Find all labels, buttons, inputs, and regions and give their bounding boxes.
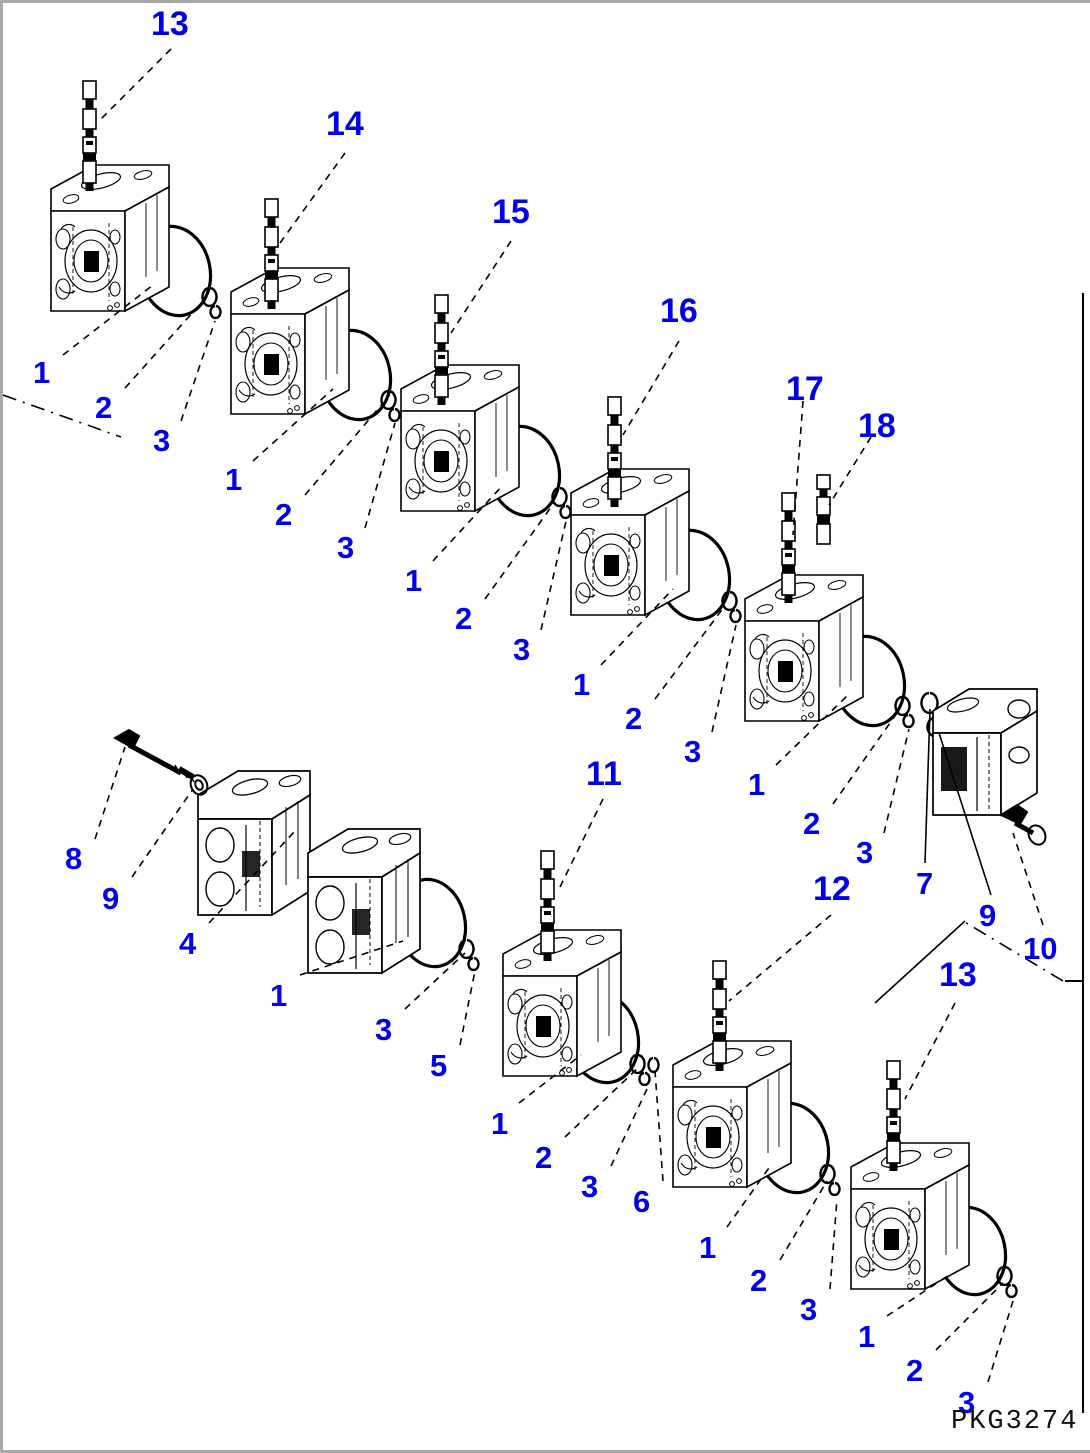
valve-body — [400, 364, 520, 512]
tie-rod-bolt — [112, 728, 195, 783]
valve-body — [50, 164, 170, 312]
callout-c-1-e: 1 — [748, 767, 766, 802]
plug — [996, 1265, 1013, 1287]
callout-c-16-top: 16 — [660, 292, 698, 330]
pin — [559, 504, 572, 520]
inlet-manifold-body-2 — [307, 828, 421, 974]
valve-body — [230, 267, 350, 415]
callout-c-3-a: 3 — [153, 423, 171, 458]
callout-c-11: 11 — [586, 755, 622, 793]
callout-c-2-b: 2 — [275, 497, 293, 532]
pin — [467, 956, 480, 972]
callout-c-3-e: 3 — [856, 835, 874, 870]
callout-c-1-a: 1 — [33, 355, 51, 390]
callout-c-17-top: 17 — [786, 370, 824, 408]
callout-c-3-g: 3 — [581, 1169, 599, 1204]
plug — [201, 286, 218, 308]
valve-body — [672, 1040, 792, 1188]
valve-body — [744, 574, 864, 722]
spool-11 — [540, 850, 555, 962]
end-cover-body — [932, 688, 1038, 816]
frame-right-edge — [1065, 293, 1084, 1413]
callout-c-8: 8 — [65, 841, 83, 876]
callout-c-18-top: 18 — [858, 407, 896, 445]
callout-c-14-top: 14 — [326, 105, 364, 143]
callout-c-13-top: 13 — [151, 5, 189, 43]
spool-14 — [264, 198, 279, 310]
callout-c-10: 10 — [1023, 931, 1058, 966]
callout-c-13-bot: 13 — [939, 956, 977, 994]
spool-16 — [607, 396, 622, 508]
callout-c-3-c: 3 — [513, 632, 531, 667]
callout-c-1-c: 1 — [405, 563, 423, 598]
plug — [894, 695, 911, 717]
callout-c-1-b: 1 — [225, 462, 243, 497]
callout-c-3-d: 3 — [684, 734, 702, 769]
plug-and-pin-group — [201, 286, 1018, 1299]
callout-c-2-c: 2 — [455, 601, 473, 636]
plug — [721, 590, 738, 612]
plug — [458, 938, 475, 960]
valve-body — [570, 468, 690, 616]
pin — [729, 608, 742, 624]
pin — [1005, 1283, 1018, 1299]
callout-c-2-e: 2 — [803, 806, 821, 841]
plug — [819, 1163, 836, 1185]
spool-13-top — [82, 80, 97, 192]
plug — [551, 486, 568, 508]
spool-17 — [781, 492, 796, 604]
pin — [388, 407, 401, 423]
spool-18 — [816, 474, 831, 545]
callout-c-2-g: 2 — [535, 1140, 553, 1175]
diagram-canvas — [3, 48, 1084, 1413]
callout-c-12: 12 — [813, 870, 851, 908]
valve-body — [502, 929, 622, 1077]
pin — [828, 1181, 841, 1197]
callout-c-15-top: 15 — [492, 193, 530, 231]
spool-13-bottom — [886, 1060, 901, 1172]
plug — [380, 389, 397, 411]
callout-c-2-a: 2 — [95, 390, 113, 425]
callout-c-3-b: 3 — [337, 530, 355, 565]
callout-c-5: 5 — [430, 1048, 448, 1083]
end-bolt — [998, 803, 1047, 846]
valve-body — [850, 1142, 970, 1290]
inlet-manifold-body — [197, 770, 311, 916]
callout-c-3-f: 3 — [375, 1012, 393, 1047]
callout-c-2-d: 2 — [625, 701, 643, 736]
callout-c-4: 4 — [179, 926, 197, 961]
spool-12 — [712, 960, 727, 1072]
callout-c-3-h: 3 — [800, 1292, 818, 1327]
pin — [902, 713, 915, 729]
callout-c-2-h: 2 — [750, 1263, 768, 1298]
spool-15 — [434, 294, 449, 406]
drawing-part-number: PKG3274 — [951, 1407, 1079, 1437]
pin — [209, 304, 222, 320]
callout-c-1-i: 1 — [858, 1319, 876, 1354]
callout-c-3-i: 3 — [958, 1385, 976, 1420]
section-boundary-lines — [3, 394, 1064, 1004]
callout-c-1-f: 1 — [270, 978, 288, 1013]
callout-c-9-left: 9 — [102, 881, 120, 916]
callout-c-7: 7 — [916, 866, 934, 901]
pin — [647, 1056, 660, 1074]
plug — [629, 1053, 646, 1075]
pin — [638, 1071, 651, 1087]
callout-c-6: 6 — [633, 1184, 651, 1219]
callout-c-1-g: 1 — [491, 1106, 509, 1141]
leader-lines — [62, 48, 1044, 1383]
callout-c-1-h: 1 — [699, 1230, 717, 1265]
callout-c-1-d: 1 — [573, 667, 591, 702]
callout-c-9-right: 9 — [979, 898, 997, 933]
washer — [189, 774, 209, 796]
callout-c-2-i: 2 — [906, 1353, 924, 1388]
